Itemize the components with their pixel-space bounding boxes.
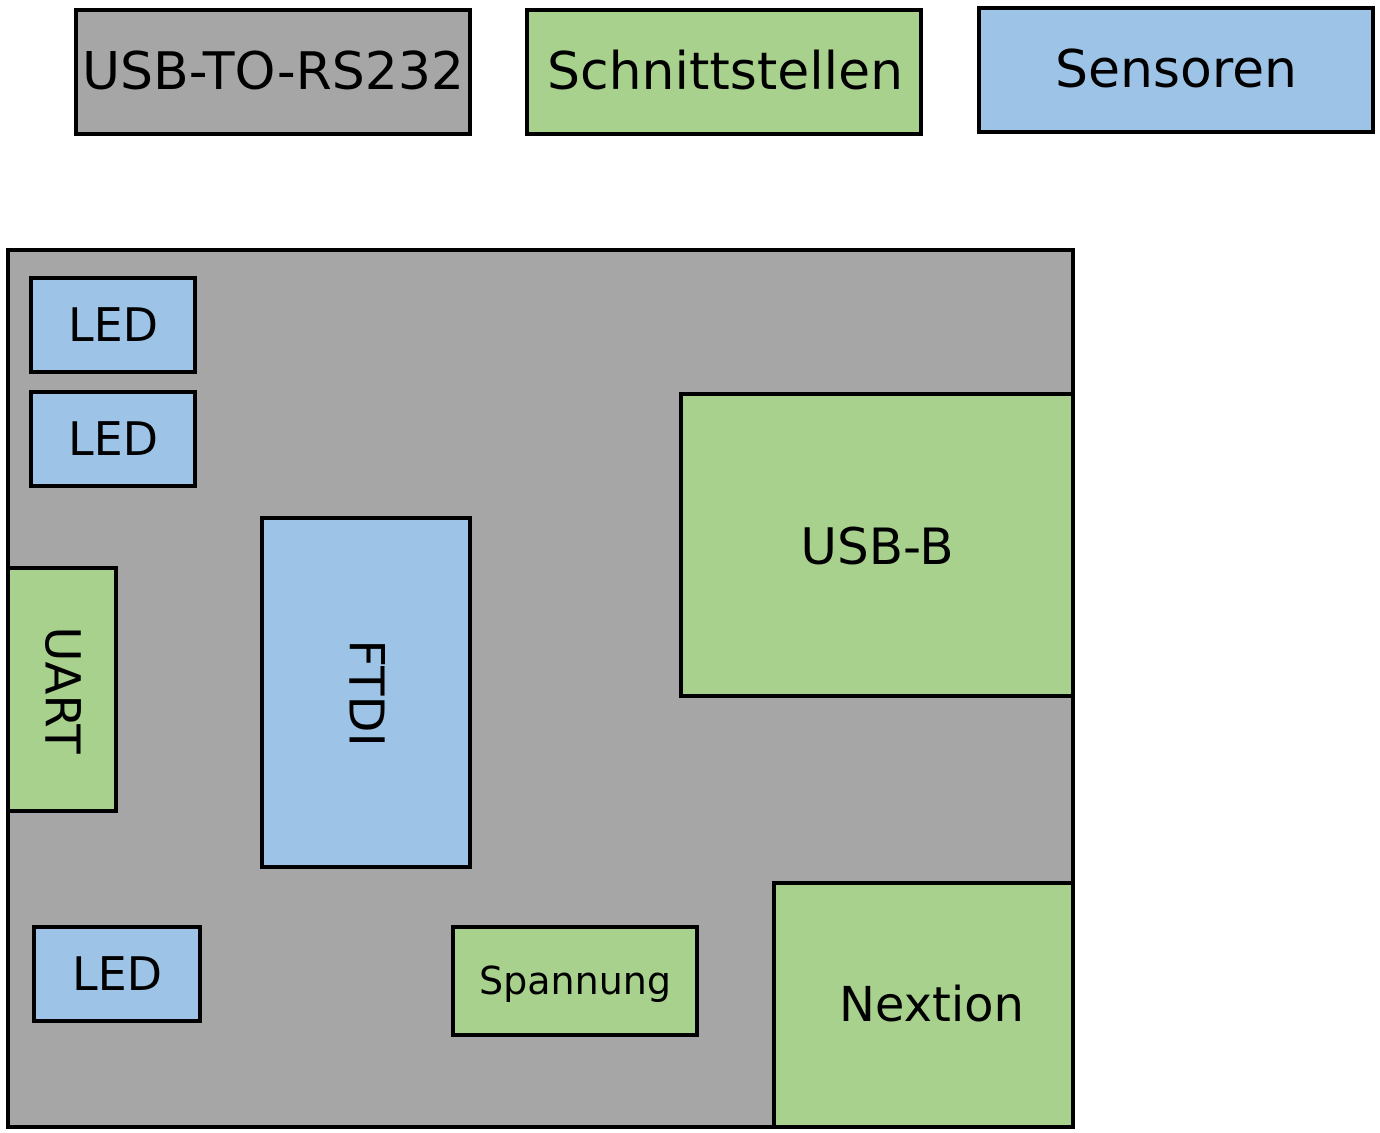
usb-b-label: USB-B — [800, 518, 954, 576]
usb-b-block: USB-B — [679, 392, 1075, 698]
legend-schnittstellen: Schnittstellen — [525, 8, 923, 136]
led-block-2: LED — [29, 390, 197, 488]
spannung-label: Spannung — [479, 959, 671, 1003]
legend-usb-to-rs232-label: USB-TO-RS232 — [81, 42, 465, 102]
legend-sensoren: Sensoren — [977, 6, 1375, 134]
legend-schnittstellen-label: Schnittstellen — [547, 42, 904, 102]
ftdi-label: FTDI — [337, 638, 394, 747]
legend-sensoren-label: Sensoren — [1054, 40, 1298, 100]
led-label-3: LED — [71, 947, 163, 1001]
led-label-1: LED — [67, 298, 159, 352]
uart-block: UART — [6, 566, 118, 813]
led-label-2: LED — [67, 412, 159, 466]
spannung-block: Spannung — [451, 925, 699, 1037]
ftdi-block: FTDI — [260, 516, 472, 869]
uart-label: UART — [34, 625, 90, 754]
legend-usb-to-rs232: USB-TO-RS232 — [74, 8, 472, 136]
led-block-1: LED — [29, 276, 197, 374]
led-block-3: LED — [32, 925, 202, 1023]
nextion-block: Nextion — [772, 881, 1075, 1129]
nextion-label: Nextion — [839, 977, 1024, 1033]
